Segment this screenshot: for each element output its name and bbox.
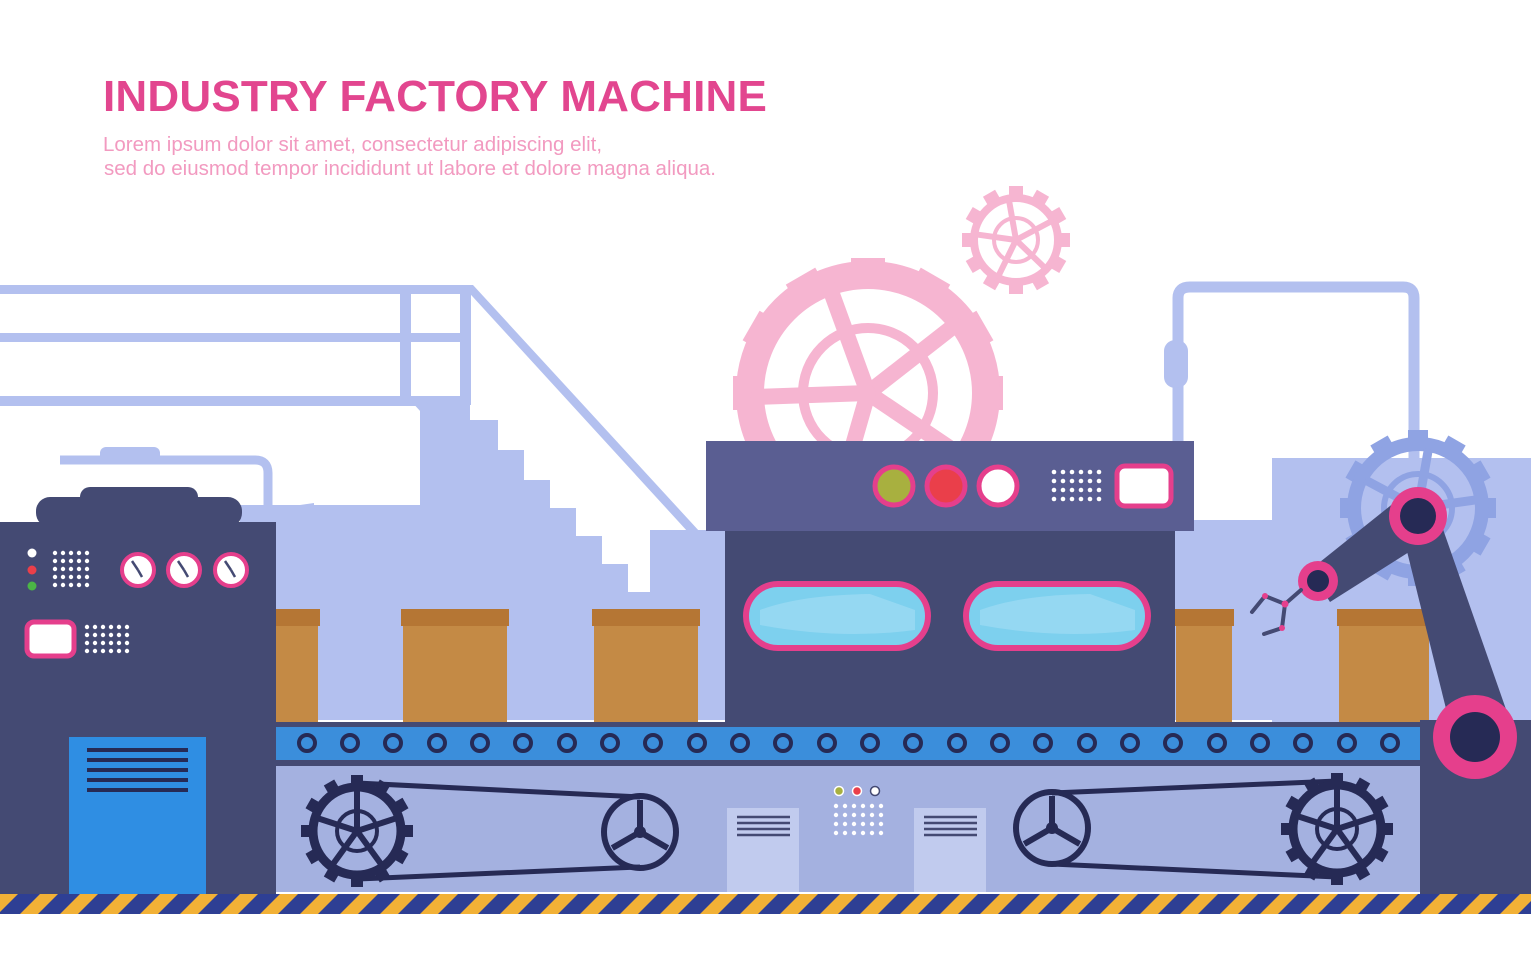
- hazard-stripe: [460, 894, 498, 914]
- hazard-stripe: [860, 894, 898, 914]
- cardboard-box-icon: [272, 609, 320, 722]
- cardboard-box-icon: [401, 609, 509, 722]
- hazard-floor-stripe: [0, 894, 1531, 914]
- hazard-stripe: [260, 894, 298, 914]
- hazard-stripe: [1020, 894, 1058, 914]
- hazard-stripe: [1380, 894, 1418, 914]
- indicator-light-icon: [976, 464, 1020, 508]
- hazard-stripe: [1060, 894, 1098, 914]
- hazard-stripe: [980, 894, 1018, 914]
- hazard-stripe: [780, 894, 818, 914]
- banner-subtitle-line-1: Lorem ipsum dolor sit amet, consectetur …: [103, 133, 603, 156]
- indicator-light-icon: [872, 464, 916, 508]
- indicator-light-icon: [869, 785, 881, 797]
- hazard-stripe: [1460, 894, 1498, 914]
- hazard-stripe: [1420, 894, 1458, 914]
- hazard-stripe: [1100, 894, 1138, 914]
- hazard-stripe: [180, 894, 218, 914]
- indicator-light-icon: [924, 464, 968, 508]
- gear-icon: [301, 775, 413, 887]
- hazard-stripe: [140, 894, 178, 914]
- hazard-stripe: [20, 894, 58, 914]
- hazard-stripe: [660, 894, 698, 914]
- hazard-stripe: [420, 894, 458, 914]
- hazard-stripe: [1500, 894, 1531, 914]
- gear-icon: [1281, 773, 1393, 885]
- cardboard-box-icon: [1337, 609, 1429, 722]
- banner-title: INDUSTRY FACTORY MACHINE: [103, 72, 768, 121]
- cardboard-box-icon: [1174, 609, 1234, 722]
- hazard-stripe: [220, 894, 258, 914]
- hazard-stripe: [820, 894, 858, 914]
- hazard-stripe: [300, 894, 338, 914]
- hazard-stripe: [380, 894, 418, 914]
- hazard-stripe: [60, 894, 98, 914]
- hazard-stripe: [1220, 894, 1258, 914]
- indicator-light-icon: [27, 565, 37, 575]
- indicator-light-icon: [833, 785, 845, 797]
- robot-arm-icon: [1250, 487, 1531, 894]
- hazard-stripe: [340, 894, 378, 914]
- hazard-stripe: [580, 894, 618, 914]
- indicator-light-icon: [27, 581, 37, 591]
- hazard-stripe: [1140, 894, 1178, 914]
- clock-gauge-icon: [120, 552, 156, 588]
- hazard-stripe: [940, 894, 978, 914]
- hazard-stripe: [1300, 894, 1338, 914]
- hazard-stripe: [1260, 894, 1298, 914]
- hazard-stripe: [100, 894, 138, 914]
- hazard-stripe: [500, 894, 538, 914]
- indicator-light-icon: [27, 548, 37, 558]
- hazard-stripe: [900, 894, 938, 914]
- clock-gauge-icon: [213, 552, 249, 588]
- cardboard-box-icon: [592, 609, 700, 722]
- hazard-stripe: [700, 894, 738, 914]
- clock-gauge-icon: [166, 552, 202, 588]
- hazard-stripe: [1180, 894, 1218, 914]
- processing-machine: [706, 441, 1194, 723]
- hazard-stripe: [620, 894, 658, 914]
- control-machine: [0, 487, 276, 894]
- conveyor-belt-icon: [275, 722, 1425, 892]
- hazard-stripe: [0, 894, 18, 912]
- banner-subtitle-line-2: sed do eiusmod tempor incididunt ut labo…: [104, 157, 716, 180]
- hazard-stripe: [540, 894, 578, 914]
- gear-icon: [962, 186, 1070, 294]
- hazard-stripe: [740, 894, 778, 914]
- hazard-stripe: [1340, 894, 1378, 914]
- indicator-light-icon: [851, 785, 863, 797]
